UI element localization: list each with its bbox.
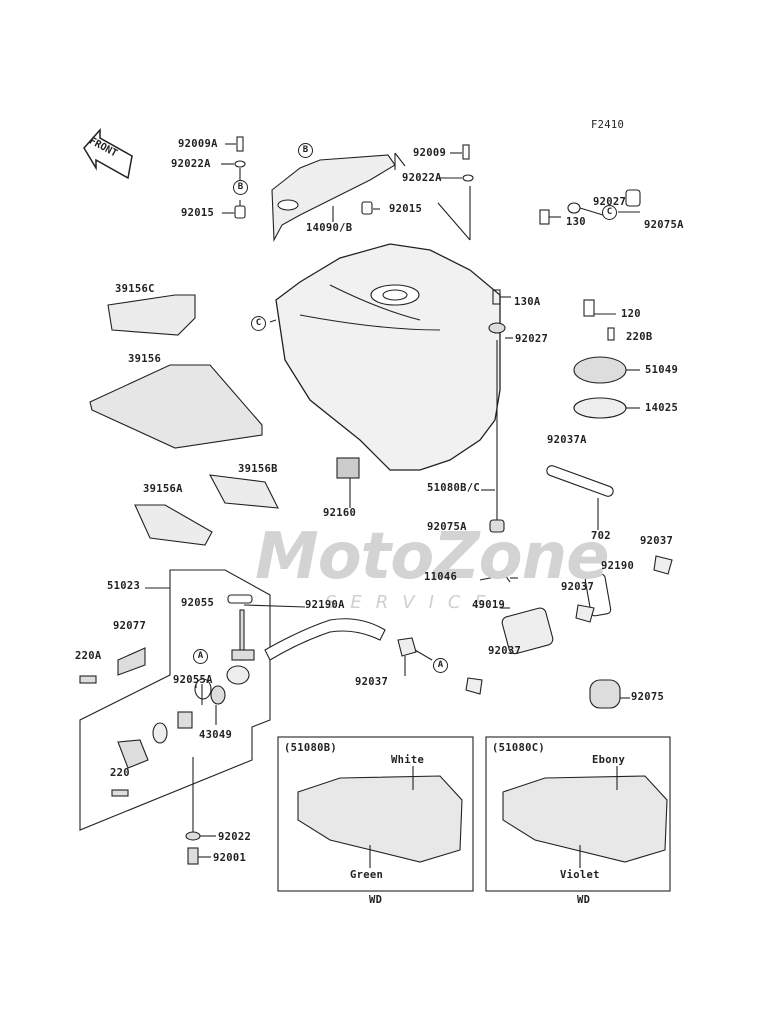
fuel-tank — [275, 243, 501, 471]
ref-marker-b: B — [233, 180, 248, 195]
part-label[interactable]: 49019 — [472, 599, 506, 611]
ref-marker-c: C — [602, 205, 617, 220]
part-label[interactable]: 39156 — [128, 353, 162, 365]
part-label[interactable]: 11046 — [424, 571, 458, 583]
variant-bottom-color: Violet — [560, 869, 600, 881]
part-label[interactable]: 92022A — [402, 172, 442, 184]
part-label[interactable]: 14025 — [645, 402, 679, 414]
part-label[interactable]: 51023 — [107, 580, 141, 592]
washer-icon — [234, 160, 246, 168]
part-label[interactable]: 92037 — [640, 535, 674, 547]
part-label[interactable]: 92009 — [413, 147, 447, 159]
part-label[interactable]: 39156C — [115, 283, 155, 295]
ref-marker-b: B — [298, 143, 313, 158]
part-label[interactable]: 92015 — [389, 203, 423, 215]
variant-code: (51080B) — [284, 742, 337, 754]
pad-39156B — [209, 474, 279, 509]
part-label[interactable]: 92190A — [305, 599, 345, 611]
cover-14090 — [271, 154, 396, 243]
part-label[interactable]: 92037 — [488, 645, 522, 657]
variant-code: (51080C) — [492, 742, 545, 754]
part-label[interactable]: 92001 — [213, 852, 247, 864]
pad-39156C — [107, 294, 196, 336]
diagram-code: F2410 — [591, 119, 625, 131]
front-arrow-icon — [83, 128, 133, 180]
part-label[interactable]: 92075 — [631, 691, 665, 703]
part-label[interactable]: 220A — [75, 650, 102, 662]
part-label[interactable]: 51080B/C — [427, 482, 480, 494]
bolt-icon — [236, 136, 244, 152]
gasket-14025 — [573, 397, 627, 419]
part-label[interactable]: 51049 — [645, 364, 679, 376]
part-label[interactable]: 130A — [514, 296, 541, 308]
filter-49019 — [501, 607, 554, 655]
part-label[interactable]: 92027 — [515, 333, 549, 345]
clip-icon — [397, 637, 417, 657]
ref-marker-a: A — [193, 649, 208, 664]
variant-top-color: White — [391, 754, 425, 766]
part-label[interactable]: 92009A — [178, 138, 218, 150]
watermark-sub: SERVICE — [325, 592, 500, 613]
variant-market: WD — [577, 894, 591, 906]
ref-marker-a: A — [433, 658, 448, 673]
pad-39156A — [134, 504, 213, 546]
watermark-brand: MotoZone — [255, 520, 610, 594]
part-label[interactable]: 92027 — [593, 196, 627, 208]
part-label[interactable]: 92037A — [547, 434, 587, 446]
part-label[interactable]: 120 — [621, 308, 641, 320]
part-label[interactable]: 92077 — [113, 620, 147, 632]
part-label[interactable]: 92015 — [181, 207, 215, 219]
part-label[interactable]: 92190 — [601, 560, 635, 572]
part-label[interactable]: 92160 — [323, 507, 357, 519]
part-label[interactable]: 14090/B — [306, 222, 353, 234]
variant-bottom-color: Green — [350, 869, 384, 881]
ref-marker-c: C — [251, 316, 266, 331]
variant-top-color: Ebony — [592, 754, 626, 766]
part-label[interactable]: 130 — [566, 216, 586, 228]
part-label[interactable]: 92022 — [218, 831, 252, 843]
part-label[interactable]: 92075A — [427, 521, 467, 533]
part-label[interactable]: 220 — [110, 767, 130, 779]
part-label[interactable]: 220B — [626, 331, 653, 343]
part-label[interactable]: 43049 — [199, 729, 233, 741]
part-label[interactable]: 39156B — [238, 463, 278, 475]
part-label[interactable]: 92055 — [181, 597, 215, 609]
part-label[interactable]: 702 — [591, 530, 611, 542]
part-label[interactable]: 92022A — [171, 158, 211, 170]
pad-39156 — [89, 364, 263, 449]
part-label[interactable]: 92075A — [644, 219, 684, 231]
fuel-cap-51049 — [573, 356, 627, 384]
grommet-icon — [234, 205, 246, 219]
part-label[interactable]: 92055A — [173, 674, 213, 686]
variant-market: WD — [369, 894, 383, 906]
part-label[interactable]: 92037 — [355, 676, 389, 688]
part-label[interactable]: 39156A — [143, 483, 183, 495]
part-label[interactable]: 92037 — [561, 581, 595, 593]
hose-92190A — [264, 618, 386, 661]
